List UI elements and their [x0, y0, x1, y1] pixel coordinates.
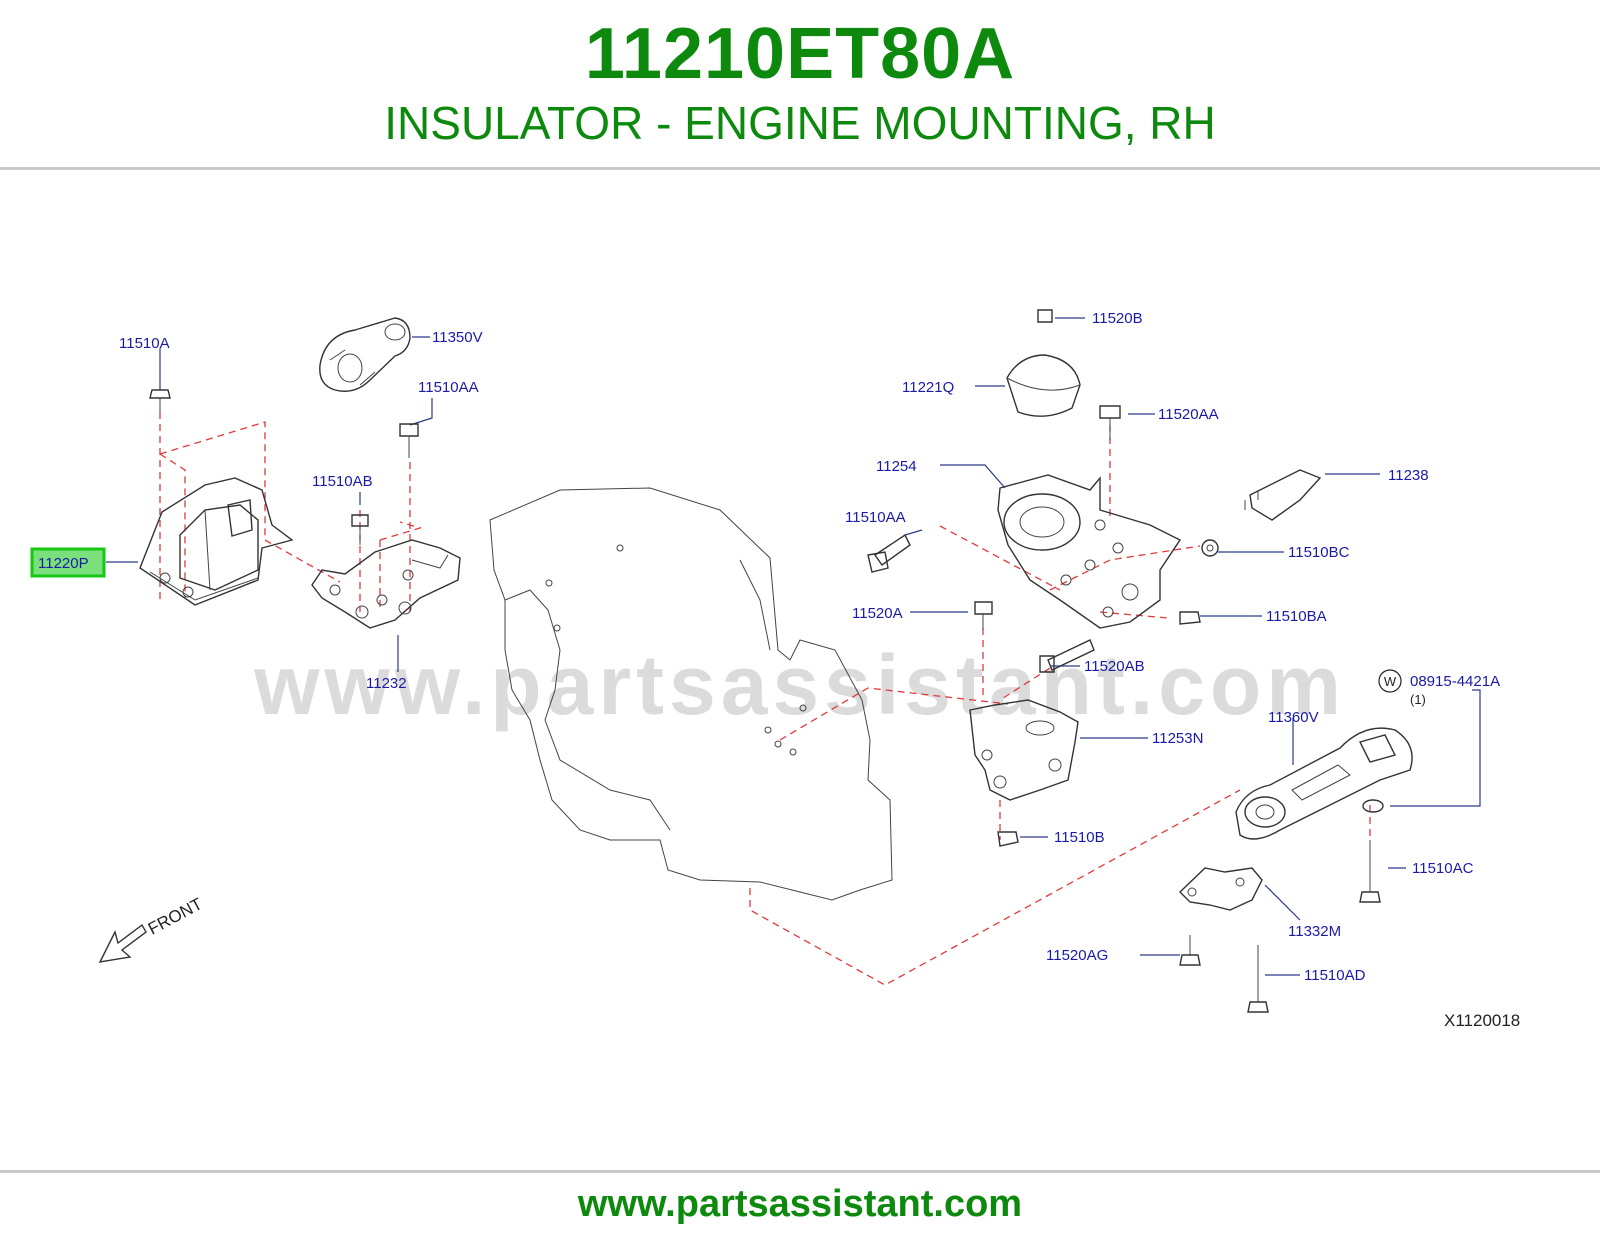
- label-11510aa-left[interactable]: 11510AA: [418, 379, 479, 396]
- nut-11510bc: [1201, 539, 1219, 557]
- bracket-11254: [997, 474, 1182, 629]
- bolt-11510a: [149, 389, 171, 412]
- footer-url[interactable]: www.partsassistant.com: [577, 1183, 1023, 1225]
- label-11332m[interactable]: 11332M: [1288, 923, 1341, 940]
- leader-lines: [106, 317, 1481, 976]
- highlighted-part-box: [30, 547, 106, 578]
- watermark: www.partsassistant.com: [253, 638, 1346, 732]
- label-11510b[interactable]: 11510B: [1054, 829, 1105, 846]
- nut-11510ba: [1179, 611, 1201, 625]
- washer-08915-4421a: [1362, 799, 1384, 813]
- header-divider: [0, 167, 1600, 170]
- bolt-11510aa-left: [399, 423, 419, 458]
- weld-symbol: W: [1378, 669, 1402, 693]
- label-11221q[interactable]: 11221Q: [902, 379, 954, 396]
- label-11510aa-right[interactable]: 11510AA: [845, 509, 906, 526]
- insulator-11221q: [1006, 354, 1081, 417]
- part-number-title: 11210ET80A: [584, 14, 1016, 94]
- label-11520b[interactable]: 11520B: [1092, 310, 1143, 327]
- bolt-11520a: [974, 601, 993, 630]
- bracket-11253n: [969, 699, 1079, 801]
- part-labels: 11510A 11350V 11510AA 11510AB 11220P 112…: [38, 310, 1520, 1030]
- bolt-11510aa-right: [867, 533, 911, 573]
- engine-block-outline: [489, 487, 893, 901]
- label-11510ad[interactable]: 11510AD: [1304, 967, 1366, 984]
- label-11232[interactable]: 11232: [366, 675, 407, 692]
- bracket-11332m: [1178, 867, 1263, 911]
- bracket-11238: [1244, 469, 1322, 521]
- footer-divider: [0, 1170, 1600, 1173]
- part-description: INSULATOR - ENGINE MOUNTING, RH: [384, 97, 1216, 149]
- label-08915-4421a[interactable]: 08915-4421A: [1410, 673, 1500, 690]
- label-11253n[interactable]: 11253N: [1152, 730, 1203, 747]
- torque-rod-11350v: [319, 317, 411, 392]
- label-11510a[interactable]: 11510A: [119, 335, 170, 352]
- torque-rod-11360v: [1235, 727, 1413, 840]
- illustration-code: X1120018: [1444, 1011, 1520, 1030]
- label-11520ab[interactable]: 11520AB: [1084, 658, 1145, 675]
- label-11238[interactable]: 11238: [1388, 467, 1429, 484]
- label-11510ab[interactable]: 11510AB: [312, 473, 373, 490]
- label-11510bc[interactable]: 11510BC: [1288, 544, 1350, 561]
- label-08915-qty: (1): [1410, 692, 1426, 707]
- label-11520aa[interactable]: 11520AA: [1158, 406, 1219, 423]
- label-11520ag[interactable]: 11520AG: [1046, 947, 1108, 964]
- page-header: 11210ET80A INSULATOR - ENGINE MOUNTING, …: [0, 0, 1600, 168]
- engine-mount-11220p: [139, 477, 294, 606]
- label-11220p[interactable]: 11220P: [38, 555, 89, 572]
- label-11510ac[interactable]: 11510AC: [1412, 860, 1474, 877]
- label-11350v[interactable]: 11350V: [432, 329, 483, 346]
- cap-11520b: [1037, 309, 1053, 323]
- bracket-11232: [311, 539, 461, 629]
- label-11254[interactable]: 11254: [876, 458, 917, 475]
- label-11360v[interactable]: 11360V: [1268, 709, 1319, 726]
- weld-symbol-letter: W: [1384, 674, 1397, 689]
- bolt-11520ag: [1179, 935, 1201, 966]
- assembly-dashed-lines: [159, 412, 1371, 986]
- front-direction-arrow: FRONT: [98, 894, 206, 963]
- label-11520a[interactable]: 11520A: [852, 605, 903, 622]
- label-11510ba[interactable]: 11510BA: [1266, 608, 1327, 625]
- bolt-11510ad: [1247, 945, 1269, 1013]
- nut-11510b: [997, 831, 1019, 847]
- bolt-11510ab: [351, 514, 369, 545]
- bolt-11510ac: [1359, 840, 1381, 903]
- bolt-11520aa: [1099, 405, 1121, 440]
- front-label: FRONT: [145, 894, 206, 938]
- bolt-11520ab: [1039, 639, 1095, 673]
